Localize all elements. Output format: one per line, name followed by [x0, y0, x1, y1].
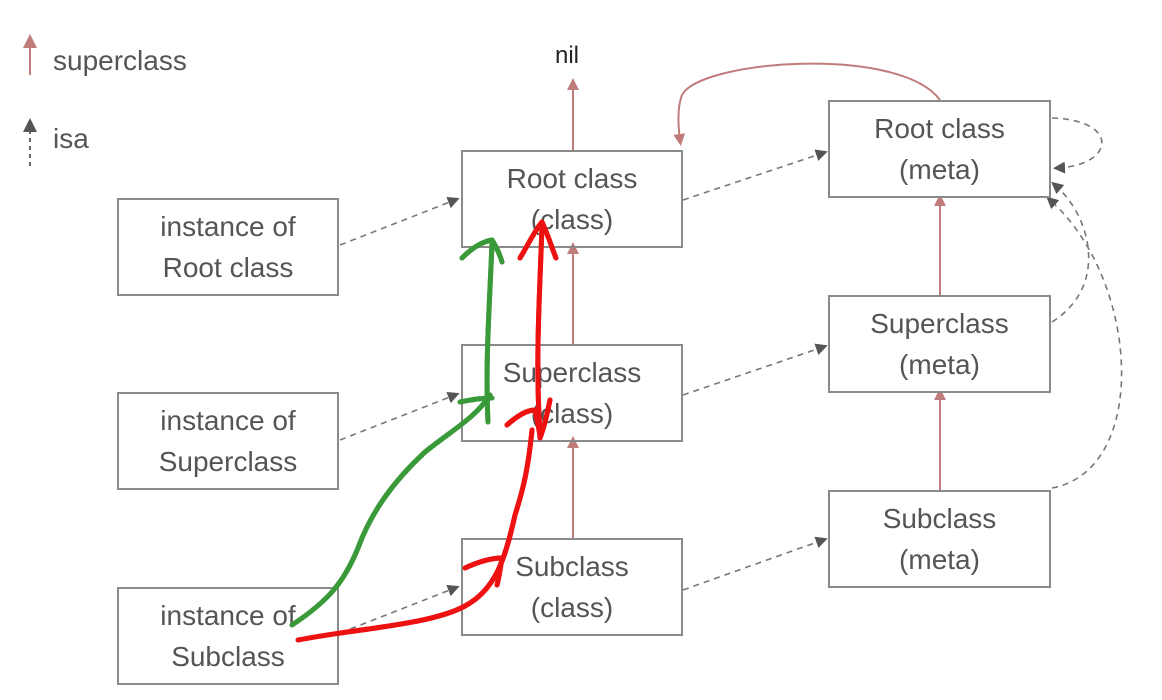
superclass-class-box: Superclass (class) — [461, 344, 683, 442]
box-line: Root class — [162, 252, 294, 283]
superclass-legend-icon — [23, 34, 37, 75]
box-line: Subclass — [515, 551, 629, 582]
root-class-meta-box: Root class (meta) — [828, 100, 1051, 198]
box-line: instance of — [160, 211, 296, 242]
box-line: Superclass — [158, 446, 298, 477]
superclass-meta-box: Superclass (meta) — [828, 295, 1051, 393]
box-line: Subclass — [171, 641, 285, 672]
box-line: Subclass — [882, 503, 997, 534]
box-line: (meta) — [899, 154, 980, 185]
root-class-box: Root class (class) — [461, 150, 683, 248]
instance-root-isa-arrow — [339, 196, 460, 246]
box-line: instance of — [160, 405, 296, 436]
instance-super-isa-arrow — [339, 391, 460, 441]
nil-label: nil — [555, 42, 580, 69]
root-class-isa-arrow — [682, 149, 828, 201]
box-line: Root class — [874, 113, 1005, 144]
superclass-meta-isa-arrow — [1051, 181, 1090, 323]
superclass-class-isa-arrow — [682, 343, 828, 396]
instance-of-root-class-box: instance of Root class — [117, 198, 339, 296]
box-line: (meta) — [899, 349, 980, 380]
subclass-class-isa-arrow — [682, 536, 828, 591]
box-line: (class) — [530, 398, 614, 429]
subclass-class-box: Subclass (class) — [461, 538, 683, 636]
box-line: instance of — [160, 600, 296, 631]
subclass-meta-box: Subclass (meta) — [828, 490, 1051, 588]
box-line: Root class — [506, 163, 638, 194]
isa-legend-label: isa — [53, 123, 89, 154]
instance-of-superclass-box: instance of Superclass — [117, 392, 339, 490]
subclass-meta-isa-arrow — [1046, 196, 1123, 489]
superclass-legend-label: superclass — [53, 45, 187, 76]
root-meta-self-isa-arrow — [1051, 117, 1103, 174]
box-line: (class) — [530, 592, 614, 623]
box-line: Superclass — [870, 308, 1009, 339]
root-meta-to-root-class-arrow — [673, 62, 941, 146]
box-line: Superclass — [502, 357, 642, 388]
instance-of-subclass-box: instance of Subclass — [117, 587, 339, 685]
box-line: (class) — [530, 204, 614, 235]
isa-legend-icon — [23, 118, 37, 168]
box-line: (meta) — [899, 544, 980, 575]
